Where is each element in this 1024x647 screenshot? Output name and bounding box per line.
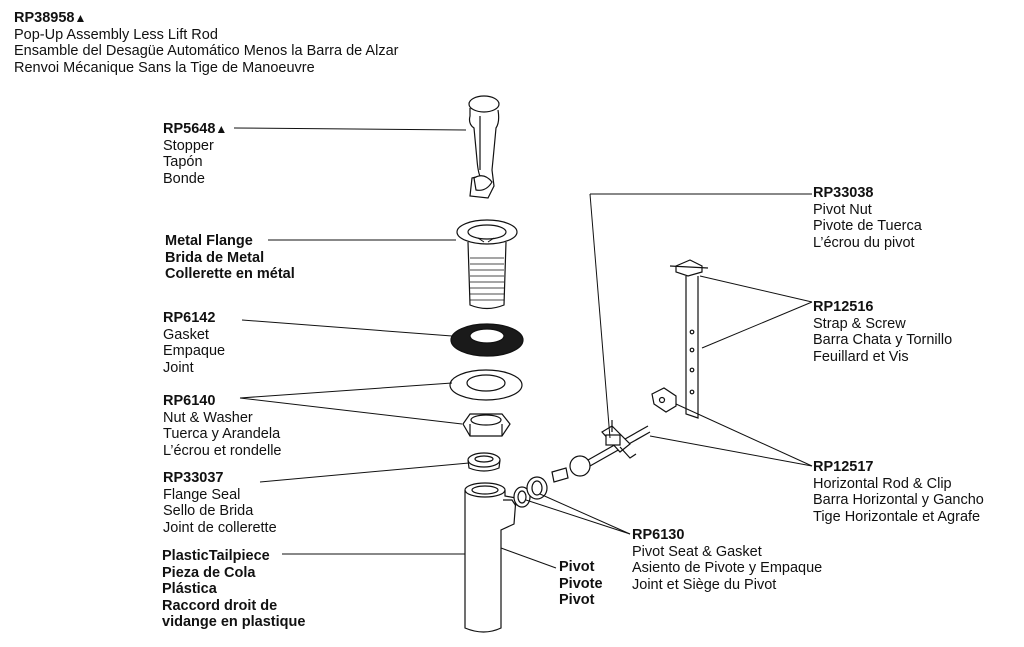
nut-washer-desc-es: Tuerca y Arandela	[163, 426, 281, 442]
pivot-nut-desc-fr: L’écrou du pivot	[813, 234, 915, 251]
pivot-nut-part-number: RP33038	[813, 185, 874, 201]
assembly-desc-en: Pop-Up Assembly Less Lift Rod	[14, 26, 218, 43]
flange-seal-label: RP33037 Flange Seal Sello de Brida Joint…	[163, 470, 277, 536]
clip-illustration	[651, 387, 677, 413]
washer-illustration	[449, 369, 523, 401]
pivot-seat-desc-en: Pivot Seat & Gasket	[632, 543, 762, 560]
stopper-part-number: RP5648	[163, 121, 216, 137]
leader-lines	[233, 127, 813, 569]
nut-washer-part-number: RP6140	[163, 393, 216, 409]
stopper-illustration	[468, 95, 500, 199]
gasket-desc-en: Gasket	[163, 326, 209, 343]
pivot-nut-label: RP33038 Pivot Nut Pivote de Tuerca L’écr…	[813, 185, 922, 251]
pivot-rod-illustration	[551, 420, 651, 483]
strap-desc-en: Strap & Screw	[813, 315, 906, 332]
pivot-desc-en: Pivot	[559, 559, 595, 575]
strap-desc-es: Barra Chata y Tornillo	[813, 332, 953, 348]
pivot-desc-fr: Pivot	[559, 592, 595, 608]
flange-seal-illustration	[467, 452, 501, 472]
tailpiece-desc-4: Raccord droit de	[162, 597, 278, 614]
flange-desc-fr: Collerette en métal	[165, 266, 295, 282]
tailpiece-illustration	[464, 482, 517, 633]
stopper-desc-es: Tapón	[163, 154, 203, 170]
strap-illustration	[669, 259, 709, 419]
nut-washer-label: RP6140 Nut & Washer Tuerca y Arandela L’…	[163, 393, 282, 459]
rod-clip-label: RP12517 Horizontal Rod & Clip Barra Hori…	[813, 459, 984, 525]
nut-illustration	[462, 413, 511, 437]
flange-seal-part-number: RP33037	[163, 470, 224, 486]
rod-clip-desc-es: Barra Horizontal y Gancho	[813, 492, 984, 508]
nut-washer-desc-fr: L’écrou et rondelle	[163, 442, 282, 459]
warning-triangle-icon: ▲	[74, 11, 87, 25]
gasket-desc-fr: Joint	[163, 359, 194, 376]
metal-flange-illustration	[456, 219, 518, 310]
flange-desc-es: Brida de Metal	[165, 249, 265, 266]
flange-seal-desc-en: Flange Seal	[163, 486, 241, 503]
assembly-desc-es: Ensamble del Desagüe Automático Menos la…	[14, 43, 399, 59]
stopper-desc-fr: Bonde	[163, 170, 205, 187]
tailpiece-desc-1: PlasticTailpiece	[162, 548, 270, 564]
pivot-label: Pivot Pivote Pivot	[559, 559, 603, 609]
tailpiece-desc-5: vidange en plastique	[162, 614, 306, 630]
rod-clip-part-number: RP12517	[813, 459, 874, 475]
assembly-desc-fr: Renvoi Mécanique Sans la Tige de Manoeuv…	[14, 59, 315, 76]
nut-washer-desc-en: Nut & Washer	[163, 409, 253, 426]
strap-part-number: RP12516	[813, 299, 874, 315]
pivot-seat-illustration	[513, 476, 548, 508]
pivot-desc-es: Pivote	[559, 575, 603, 592]
rod-clip-desc-fr: Tige Horizontale et Agrafe	[813, 508, 981, 525]
flange-seal-desc-es: Sello de Brida	[163, 503, 254, 519]
tailpiece-label: PlasticTailpiece Pieza de Cola Plástica …	[162, 548, 305, 631]
pivot-seat-desc-fr: Joint et Siège du Pivot	[632, 576, 777, 593]
rod-clip-desc-en: Horizontal Rod & Clip	[813, 475, 952, 492]
pivot-seat-part-number: RP6130	[632, 527, 685, 543]
assembly-part-number: RP38958	[14, 10, 75, 26]
strap-desc-fr: Feuillard et Vis	[813, 348, 909, 365]
gasket-desc-es: Empaque	[163, 343, 226, 359]
stopper-desc-en: Stopper	[163, 137, 214, 154]
stopper-label: RP5648▲ Stopper Tapón Bonde	[163, 121, 227, 187]
gasket-label: RP6142 Gasket Empaque Joint	[163, 310, 225, 376]
flange-seal-desc-fr: Joint de collerette	[163, 519, 277, 536]
strap-screw-label: RP12516 Strap & Screw Barra Chata y Torn…	[813, 299, 952, 365]
warning-triangle-icon: ▲	[215, 122, 228, 136]
tailpiece-desc-3: Plástica	[162, 581, 217, 597]
pivot-seat-label: RP6130 Pivot Seat & Gasket Asiento de Pi…	[632, 527, 822, 593]
tailpiece-desc-2: Pieza de Cola	[162, 564, 256, 581]
pivot-seat-desc-es: Asiento de Pivote y Empaque	[632, 560, 823, 576]
gasket-part-number: RP6142	[163, 310, 216, 326]
pivot-nut-desc-es: Pivote de Tuerca	[813, 218, 922, 234]
flange-desc-en: Metal Flange	[165, 233, 253, 249]
pivot-nut-desc-en: Pivot Nut	[813, 201, 872, 218]
gasket-illustration	[450, 323, 524, 357]
assembly-header: RP38958▲ Pop-Up Assembly Less Lift Rod E…	[14, 10, 398, 76]
metal-flange-label: Metal Flange Brida de Metal Collerette e…	[165, 233, 295, 283]
